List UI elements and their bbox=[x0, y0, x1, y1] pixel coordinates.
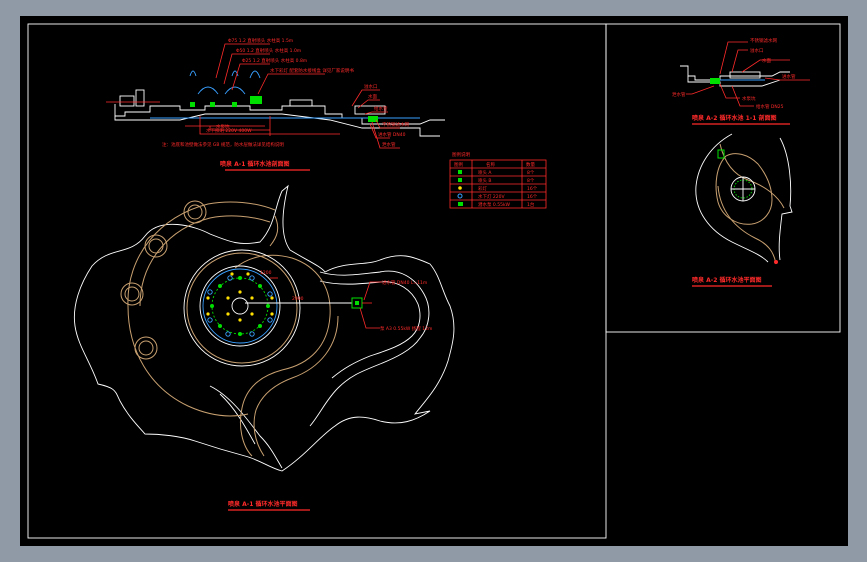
section-label: 水泵坑 bbox=[216, 123, 230, 130]
sub-plan-view bbox=[695, 133, 793, 265]
section-label: 水下照明 220V 400W bbox=[206, 127, 252, 134]
section-label: Φ75 1.2 直射喷头 水柱高 1.5m bbox=[228, 37, 293, 44]
sub-label: 不锈钢滤水网 bbox=[750, 37, 777, 44]
legend-row-name: 喷头 B bbox=[478, 177, 492, 184]
legend-row-name: 潜水泵 0.55kW bbox=[478, 201, 511, 208]
section-label: 泄水管 bbox=[382, 141, 396, 148]
sub-label: 溢水口 bbox=[750, 47, 764, 54]
section-leaders bbox=[106, 43, 400, 149]
section-label: Φ25 1.2 直射喷头 水柱高 0.8m bbox=[242, 57, 307, 64]
legend-row-name: 彩灯 bbox=[478, 185, 487, 192]
legend-row-qty: 16个 bbox=[527, 194, 538, 200]
sub-section-view: 不锈钢滤水网 溢水口 水面 进水管 水泵坑 泄水管 给水管 DN25 bbox=[672, 37, 810, 110]
nozzle-a-symbol-icon bbox=[458, 170, 462, 174]
lamp-markers bbox=[206, 272, 274, 322]
legend-row-name: 水下灯 220V bbox=[478, 193, 506, 200]
section-label: 给水管 bbox=[374, 105, 388, 112]
legend-title: 图例说明 bbox=[452, 151, 470, 158]
section-label-texts: Φ75 1.2 直射喷头 水柱高 1.5m Φ50 1.2 直射喷头 水柱高 1… bbox=[162, 37, 409, 148]
legend-header: 数量 bbox=[526, 161, 535, 168]
sub-label: 水面 bbox=[762, 57, 771, 64]
legend-table: 图例说明 图例 名称 数量 喷头 A 喷头 B 彩灯 水下灯 220V 潜水泵 … bbox=[449, 151, 547, 209]
section-label: 进水管 DN40 bbox=[378, 131, 406, 138]
section-label: 溢水口 bbox=[364, 83, 378, 90]
section-label: 不锈钢滤水网 bbox=[382, 121, 409, 128]
sub-plan-title: 喷泉 A-2 循环水池平面图 bbox=[692, 276, 762, 284]
section-label: 水下彩灯 配套防水接线盒 详见厂家说明书 bbox=[270, 67, 354, 74]
main-section-title: 喷泉 A-1 循环水池剖面图 bbox=[220, 160, 290, 168]
nozzle-markers bbox=[210, 276, 270, 336]
section-label: 水面 bbox=[368, 93, 377, 100]
plan-label: 进水管 DN40 L=11m bbox=[382, 279, 427, 286]
cad-drawing-sheet: Φ75 1.2 直射喷头 水柱高 1.5m Φ50 1.2 直射喷头 水柱高 1… bbox=[20, 16, 848, 546]
underwater-lamp-symbol-icon bbox=[457, 193, 463, 199]
sub-label: 水泵坑 bbox=[742, 95, 756, 102]
sub-label: 给水管 DN25 bbox=[756, 103, 784, 110]
sub-label: 进水管 bbox=[782, 73, 796, 80]
plan-dim: 2900 bbox=[292, 296, 304, 302]
plan-label: 泵 A3 0.55kW 扬程 12m bbox=[380, 325, 432, 332]
legend-row-qty: 1台 bbox=[527, 201, 535, 208]
plan-dim: 1200 bbox=[260, 270, 272, 276]
main-drawing-frame bbox=[27, 23, 607, 539]
pump-symbol-icon bbox=[458, 202, 463, 206]
section-note: 注：池底和池壁做法参见 GB 规范，防水层做法详见结构说明 bbox=[162, 141, 284, 148]
main-plan-view: 2900 1200 进水管 DN40 L=11m 泵 A3 0.55kW 扬程 … bbox=[73, 184, 455, 472]
lamp-symbol-icon bbox=[458, 186, 462, 190]
legend-row-qty: 8个 bbox=[527, 170, 535, 176]
sub-drawing-frame bbox=[605, 23, 841, 333]
legend-header: 图例 bbox=[454, 161, 463, 168]
cad-drawing-canvas: Φ75 1.2 直射喷头 水柱高 1.5m Φ50 1.2 直射喷头 水柱高 1… bbox=[27, 23, 841, 539]
legend-row-qty: 16个 bbox=[527, 186, 538, 192]
sub-label: 泄水管 bbox=[672, 91, 686, 98]
legend-row-qty: 8个 bbox=[527, 178, 535, 184]
section-label: Φ50 1.2 直射喷头 水柱高 1.0m bbox=[236, 47, 301, 54]
main-plan-title: 喷泉 A-1 循环水池平面图 bbox=[228, 500, 298, 508]
sub-section-title: 喷泉 A-2 循环水池 1-1 剖面图 bbox=[692, 114, 777, 122]
nozzle-b-symbol-icon bbox=[458, 178, 462, 182]
legend-row-name: 喷头 A bbox=[478, 169, 492, 176]
legend-header: 名称 bbox=[486, 161, 495, 168]
main-section-view bbox=[114, 70, 445, 137]
planter-rings bbox=[120, 200, 207, 360]
